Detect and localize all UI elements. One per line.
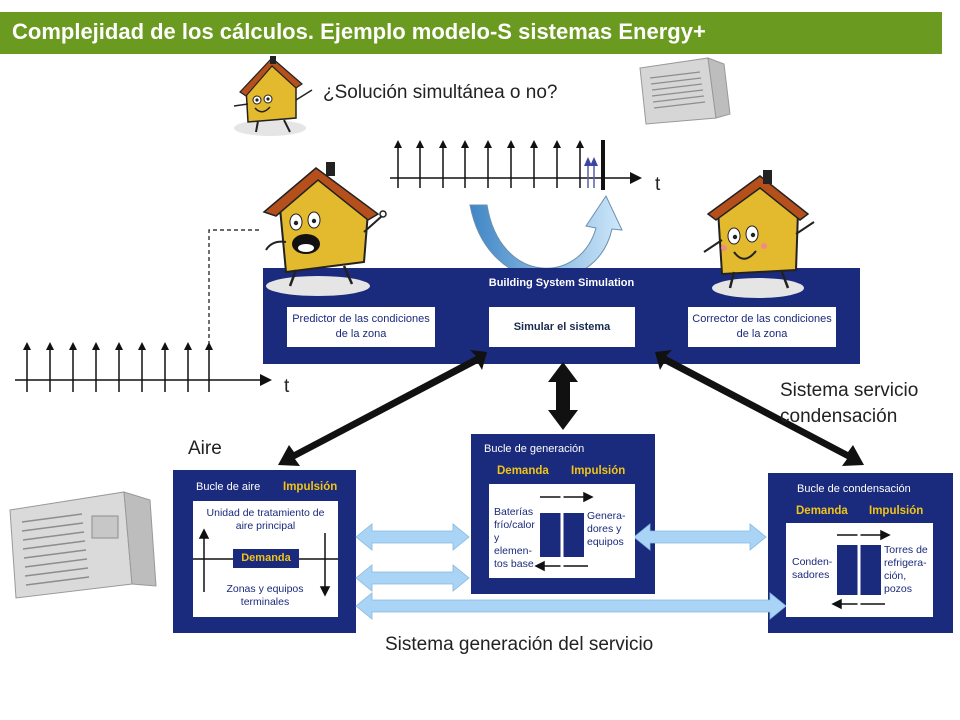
predictor-label: Predictor de las condiciones de la zona — [292, 313, 430, 340]
zones-label: Zonas y equipos terminales — [226, 583, 304, 608]
gen-loop-left-label: Baterías frío/calor y elemen- tos base — [494, 506, 535, 570]
bss-title: Building System Simulation — [488, 277, 635, 289]
time-axis-icon — [15, 342, 272, 392]
time-axis-icon — [390, 140, 642, 190]
air-handler-label: Unidad de tratamiento de aire principal — [206, 507, 325, 532]
house-character-icon — [233, 56, 313, 136]
question-label: ¿Solución simultánea o no? — [323, 82, 558, 103]
time-axis-label: t — [655, 174, 661, 195]
air-label: Aire — [188, 438, 222, 459]
time-axis-label: t — [284, 376, 290, 397]
cond-loop-left-label: Conden- sadores — [792, 556, 833, 581]
cond-loop-impulsion: Impulsión — [869, 505, 924, 517]
simulate-box: Simular el sistema — [489, 307, 635, 347]
house-character-icon — [262, 162, 387, 296]
simulate-label: Simular el sistema — [513, 320, 611, 333]
cond-loop-right-label: Torres de refrigera- ción, pozos — [884, 544, 928, 595]
house-character-icon — [703, 170, 815, 298]
condensation-service-label: Sistema servicio condensación — [780, 380, 919, 427]
air-loop-impulsion: Impulsión — [283, 481, 338, 493]
air-loop-title: Bucle de aire — [196, 481, 261, 493]
gen-loop-right-label: Genera- dores y equipos — [587, 510, 626, 548]
gen-loop-demanda: Demanda — [497, 465, 549, 477]
gen-loop-impulsion: Impulsión — [571, 465, 626, 477]
air-conditioner-icon — [639, 57, 731, 125]
corrector-box: Corrector de las condiciones de la zona — [688, 307, 836, 347]
curved-arrow-icon — [469, 194, 623, 281]
title-bar — [0, 12, 942, 54]
generation-service-label: Sistema generación del servicio — [385, 634, 654, 655]
cond-loop-title: Bucle de condensación — [797, 483, 911, 495]
slide-title: Complejidad de los cálculos. Ejemplo mod… — [12, 19, 706, 44]
gen-loop-title: Bucle de generación — [484, 443, 585, 455]
air-loop-demanda: Demanda — [241, 552, 291, 564]
cond-loop-demanda: Demanda — [796, 505, 848, 517]
corrector-label: Corrector de las condiciones de la zona — [692, 313, 832, 340]
predictor-box: Predictor de las condiciones de la zona — [287, 307, 435, 347]
air-conditioner-icon — [9, 491, 157, 599]
